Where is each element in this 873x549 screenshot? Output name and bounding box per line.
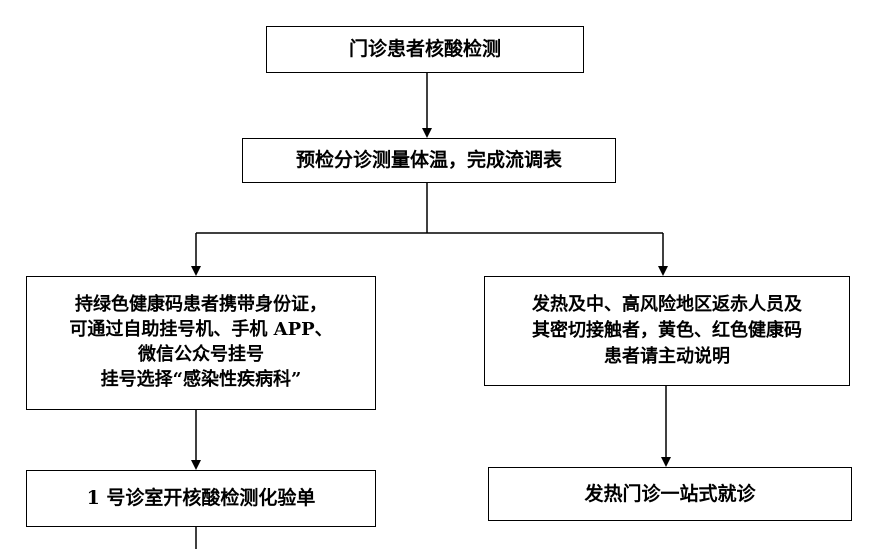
fever-clinic-label: 发热门诊一站式就诊 [584, 482, 756, 505]
risk-line-2: 其密切接触者，黄色、红色健康码 [532, 319, 802, 341]
start-node-label: 门诊患者核酸检测 [348, 38, 501, 61]
lab-order-label: 1 号诊室开核酸检测化验单 [86, 487, 316, 510]
green-code-node: 持绿色健康码患者携带身份证， 可通过自助挂号机、手机 APP、 微信公众号挂号 … [26, 276, 376, 410]
green-code-line-4: 挂号选择“感染性疾病科” [100, 368, 302, 390]
precheck-node: 预检分诊测量体温，完成流调表 [242, 138, 616, 183]
risk-line-3: 患者请主动说明 [604, 346, 730, 368]
risk-node: 发热及中、高风险地区返赤人员及 其密切接触者，黄色、红色健康码 患者请主动说明 [484, 276, 850, 386]
lab-order-node: 1 号诊室开核酸检测化验单 [26, 470, 376, 527]
risk-line-1: 发热及中、高风险地区返赤人员及 [532, 293, 802, 315]
fever-clinic-node: 发热门诊一站式就诊 [488, 467, 852, 521]
green-code-line-1: 持绿色健康码患者携带身份证， [75, 294, 327, 316]
green-code-line-2: 可通过自助挂号机、手机 APP、 [69, 319, 333, 341]
start-node: 门诊患者核酸检测 [266, 26, 584, 73]
green-code-line-3: 微信公众号挂号 [138, 344, 264, 365]
precheck-node-label: 预检分诊测量体温，完成流调表 [295, 149, 562, 172]
